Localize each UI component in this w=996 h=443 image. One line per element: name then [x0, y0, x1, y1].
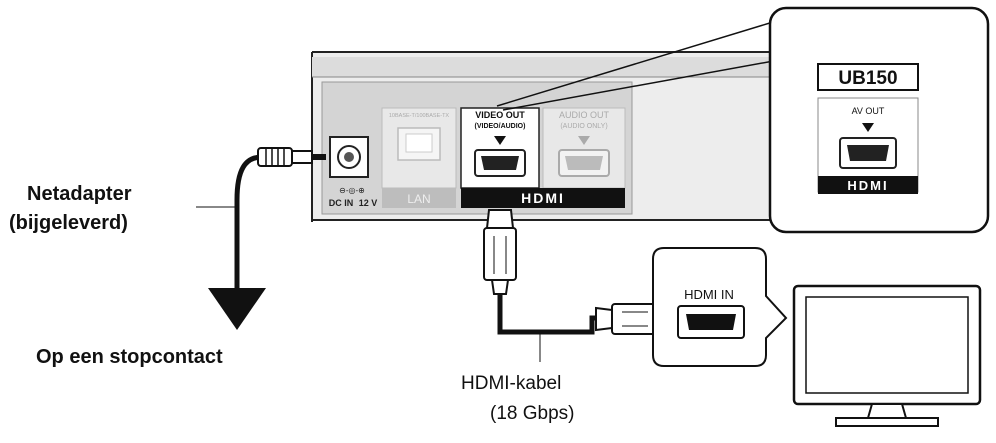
dc-in-label: DC IN — [329, 198, 354, 208]
lan-label: LAN — [407, 192, 430, 206]
model-label: UB150 — [838, 68, 897, 89]
down-arrow-icon — [494, 136, 506, 145]
model-callout: UB150 AV OUT HDMI — [496, 6, 990, 234]
adapter-sublabel: (bijgeleverd) — [9, 212, 128, 234]
power-cable — [196, 147, 326, 330]
hdmi-cable — [483, 209, 673, 362]
tv-icon — [792, 284, 982, 427]
hdmi-in-label: HDMI IN — [684, 287, 734, 302]
down-arrow-icon — [208, 288, 266, 330]
voltage-label: 12 V — [359, 198, 378, 208]
adapter-label: Netadapter — [27, 183, 132, 205]
tv-hdmi-in-box: HDMI IN — [652, 247, 788, 367]
hdmi-cable-label: HDMI-kabel — [461, 373, 562, 394]
down-arrow-icon — [862, 123, 874, 132]
lan-port-caption: 10BASE-T/100BASE-TX — [389, 113, 450, 119]
audio-out-sublabel: (AUDIO ONLY) — [560, 123, 607, 130]
audio-out-port: AUDIO OUT (AUDIO ONLY) — [542, 107, 626, 189]
hdmi-logo-bar: HDMI — [461, 188, 625, 208]
down-arrow-icon — [578, 136, 590, 145]
hdmi-logo: HDMI — [521, 190, 565, 206]
outlet-label: Op een stopcontact — [36, 346, 223, 368]
callout-hdmi-logo: HDMI — [847, 178, 888, 193]
hdmi-cable-sublabel: (18 Gbps) — [490, 403, 575, 424]
video-out-port: VIDEO OUT (VIDEO/AUDIO) — [460, 107, 540, 189]
dc-in-jack: ⊖-◎-⊕ DC IN 12 V — [329, 136, 378, 208]
av-out-label: AV OUT — [852, 106, 885, 116]
video-out-sublabel: (VIDEO/AUDIO) — [475, 123, 526, 130]
audio-out-label: AUDIO OUT — [559, 110, 610, 120]
video-out-label: VIDEO OUT — [475, 110, 525, 120]
lan-port: 10BASE-T/100BASE-TX LAN — [381, 107, 457, 208]
polarity-symbol: ⊖-◎-⊕ — [339, 186, 365, 195]
